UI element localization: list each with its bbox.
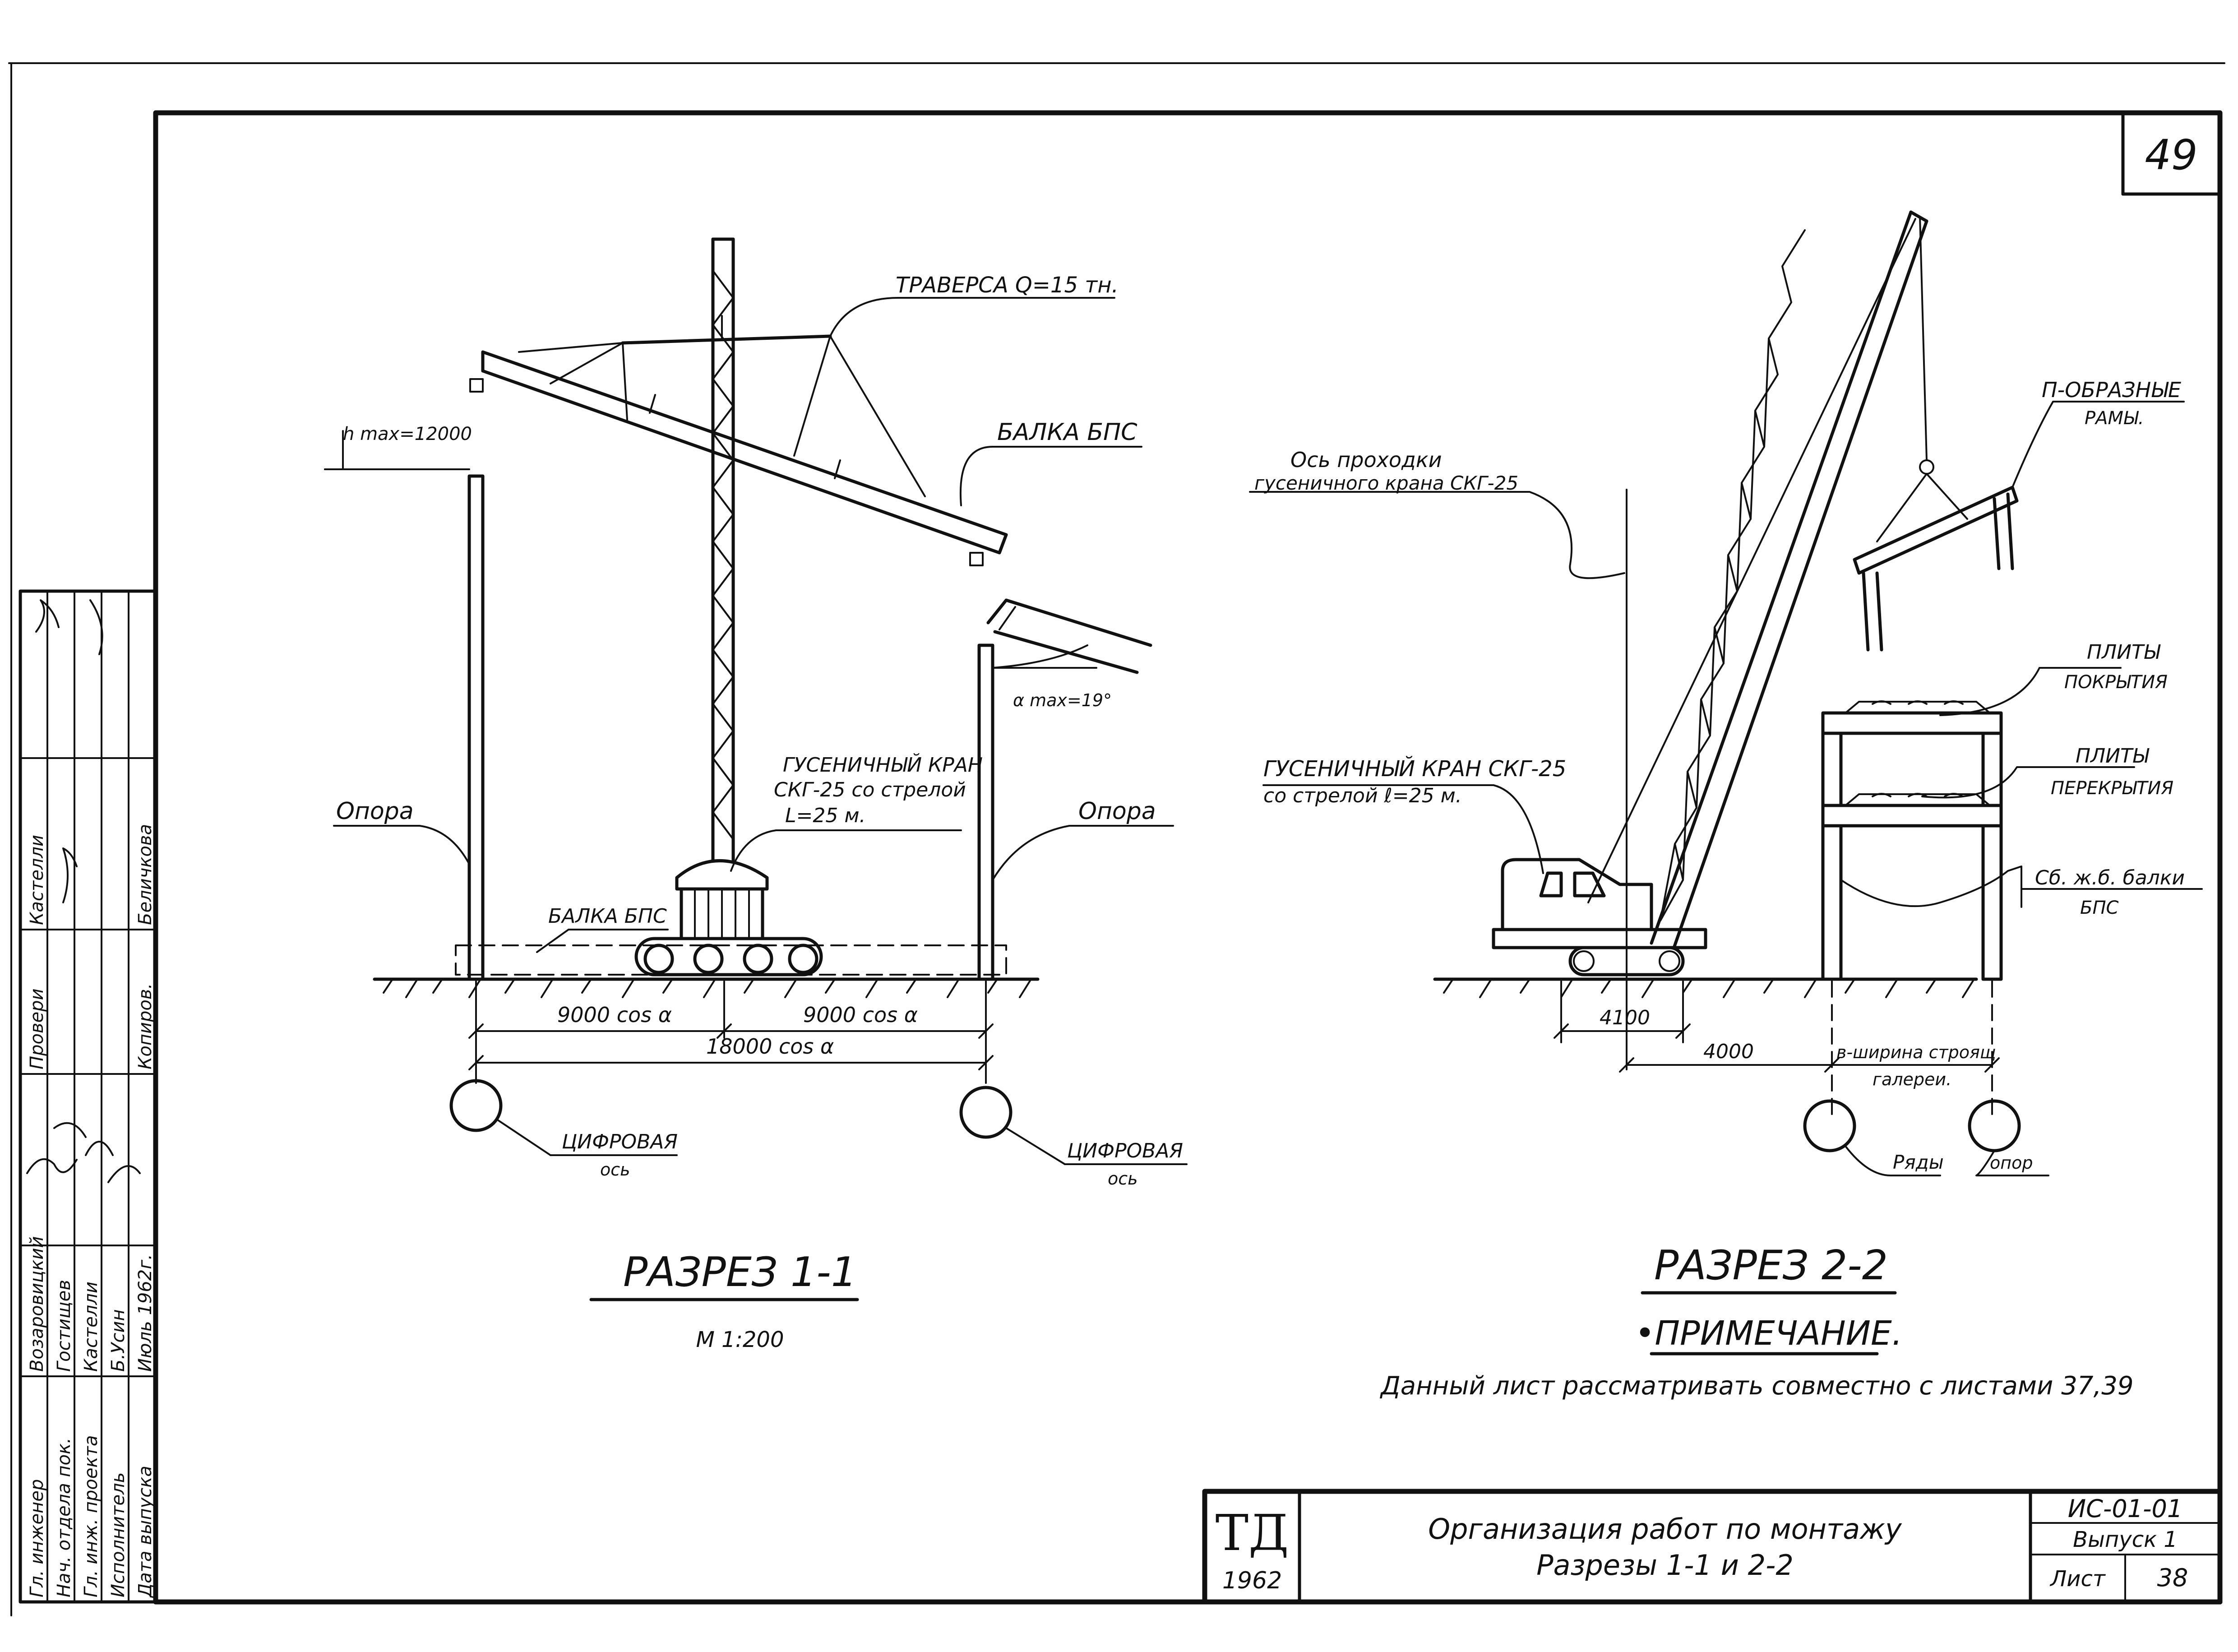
axis-left-line2: ось: [600, 1160, 630, 1180]
sheet-number: 38: [2157, 1564, 2188, 1592]
axis-right-line1: ЦИФРОВАЯ: [1067, 1139, 1183, 1162]
org-mark: ТД: [1216, 1504, 1289, 1562]
label-traverse: ТРАВЕРСА Q=15 тн.: [896, 273, 1119, 298]
label-roof-plates-line1: ПЛИТЫ: [2087, 641, 2161, 664]
dim-left: 9000 cos α: [557, 1003, 672, 1027]
stamp-role-3: Гл. инж. проекта: [81, 1435, 102, 1598]
label-crane-1-line3: L=25 м.: [785, 804, 866, 827]
issue: Выпуск 1: [2073, 1527, 2178, 1552]
dim-4100: 4100: [1600, 1006, 1650, 1029]
section-2-title: РАЗРЕЗ 2-2: [1654, 1242, 1888, 1289]
title-block: [1202, 1489, 2223, 1605]
label-roof-plates-line2: ПОКРЫТИЯ: [2064, 672, 2168, 693]
dim-4000: 4000: [1703, 1040, 1754, 1063]
label-floor-plates-line2: ПЕРЕКРЫТИЯ: [2051, 778, 2173, 799]
section-1-title: РАЗРЕЗ 1-1: [623, 1249, 857, 1296]
stamp-role-1: Гл. инженер: [27, 1479, 47, 1597]
stamp-check-2: Копиров.: [135, 983, 156, 1069]
label-angle: α max=19°: [1013, 690, 1112, 710]
stamp-check-name-2: Беличкова: [135, 824, 156, 925]
sheet-label: Лист: [2049, 1566, 2106, 1592]
note-text: Данный лист рассматривать совместно с ли…: [1379, 1371, 2134, 1401]
label-crane-2-line2: со стрелой ℓ=25 м.: [1263, 784, 1462, 807]
stamp-check-1: Провери: [27, 988, 47, 1069]
dim-width-line1: в-ширина строящ: [1836, 1042, 1996, 1062]
label-beams-line1: Сб. ж.б. балки: [2035, 866, 2185, 889]
page-number: 49: [2145, 131, 2197, 179]
label-crane-1-line1: ГУСЕНИЧНЫЙ КРАН: [783, 753, 983, 777]
stamp-name-4: Б.Усин: [108, 1309, 129, 1372]
section-2-drawing: [1249, 210, 2203, 1176]
section-1-drawing: [324, 237, 1188, 1165]
sheet-title-line1: Организация работ по монтажу: [1428, 1513, 1902, 1546]
label-crane-2-line1: ГУСЕНИЧНЫЙ КРАН СКГ-25: [1263, 756, 1566, 782]
section-1-scale: М 1:200: [696, 1327, 784, 1352]
stamp-name-2: Гостищев: [54, 1280, 74, 1372]
stamp-role-2: Нач. отдела пок.: [54, 1438, 74, 1597]
dim-right: 9000 cos α: [803, 1003, 918, 1027]
dim-width-line2: галереи.: [1873, 1069, 1951, 1089]
label-beam-bottom: БАЛКА БПС: [548, 905, 667, 928]
year: 1962: [1222, 1567, 1282, 1594]
rows-label-1: Ряды: [1893, 1151, 1944, 1173]
stamp-name-1: Возаровицкий: [27, 1236, 47, 1372]
stamp-name-5: Июль 1962г.: [135, 1254, 156, 1372]
stamp-name-3: Кастелли: [81, 1282, 102, 1372]
label-beam-top: БАЛКА БПС: [997, 419, 1137, 446]
stamp-role-5: Дата выпуска: [135, 1466, 156, 1598]
dim-total: 18000 cos α: [706, 1034, 834, 1059]
rows-label-2: опор: [1990, 1153, 2033, 1173]
label-crane-axis-line2: гусеничного крана СКГ-25: [1254, 472, 1518, 494]
stamp-role-4: Исполнитель: [108, 1472, 129, 1597]
label-floor-plates-line1: ПЛИТЫ: [2076, 745, 2150, 768]
label-p-frames-line2: РАМЫ.: [2085, 408, 2144, 429]
label-p-frames-line1: П-ОБРАЗНЫЕ: [2042, 378, 2181, 402]
label-beams-line2: БПС: [2080, 898, 2119, 918]
sheet-title-line2: Разрезы 1-1 и 2-2: [1536, 1549, 1794, 1582]
note-heading: •ПРИМЕЧАНИЕ.: [1635, 1314, 1903, 1353]
doc-code: ИС-01-01: [2068, 1495, 2183, 1523]
label-support-left: Опора: [336, 798, 414, 825]
side-stamp: [18, 589, 157, 1604]
label-crane-1-line2: СКГ-25 со стрелой: [774, 778, 966, 801]
stamp-check-name-1: Кастелли: [27, 835, 47, 925]
stamp-roles: Гл. инженер Нач. отдела пок. Гл. инж. пр…: [27, 824, 156, 1598]
label-crane-axis-line1: Ось проходки: [1290, 448, 1442, 472]
axis-left-line1: ЦИФРОВАЯ: [562, 1130, 678, 1153]
label-support-right: Опора: [1078, 798, 1156, 825]
axis-right-line2: ось: [1108, 1169, 1138, 1189]
label-h-max: h max=12000: [343, 424, 472, 444]
